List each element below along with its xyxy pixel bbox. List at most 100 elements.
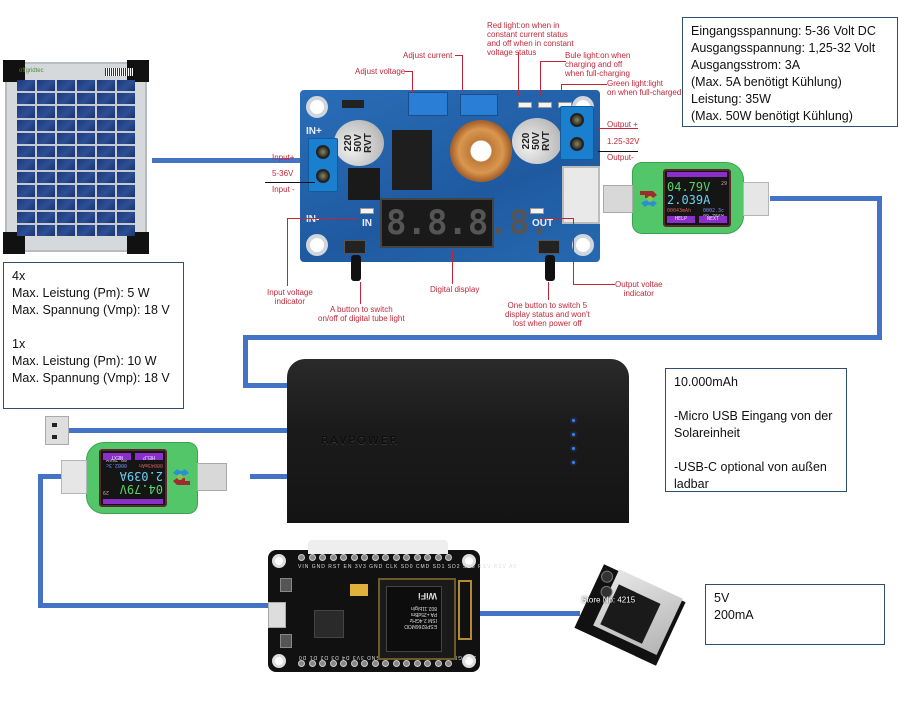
wire-solar-to-converter: [152, 158, 317, 163]
tester-voltage: 04.79V: [119, 482, 163, 496]
wire-tester-top-out: [770, 196, 882, 201]
voltage-potentiometer[interactable]: [408, 92, 448, 116]
screen-header-bar: [667, 172, 727, 177]
solar-cell: [17, 211, 35, 223]
header-pin: [298, 554, 305, 561]
output-terminal[interactable]: [560, 106, 594, 160]
pcb-antenna: [458, 580, 472, 640]
input-indicator-annotation: Input voltage indicator: [267, 288, 313, 306]
solar-cell: [17, 198, 35, 210]
spec-line: (Max. 5A benötigt Kühlung): [691, 75, 842, 89]
solar-cell: [77, 106, 95, 118]
spec-line: Ausgangsstrom: 3A: [691, 58, 801, 72]
flash-button[interactable]: [280, 634, 292, 648]
blue-led: [538, 102, 552, 108]
tester-next-button[interactable]: NEXT: [699, 216, 727, 223]
header-pin: [403, 660, 410, 667]
mount-hole: [462, 654, 476, 668]
tube-button-annotation: A button to switch on/off of digital tub…: [318, 305, 405, 323]
mount-hole: [272, 654, 286, 668]
mount-hole: [306, 234, 328, 256]
usb-plug: [603, 185, 633, 213]
output-range-label: 1.25-32V: [607, 137, 640, 146]
spec-voltage: Max. Spannung (Vmp): 18 V: [12, 371, 170, 385]
tester-help-button[interactable]: HELP: [667, 216, 695, 223]
converter-specs-box: Eingangsspannung: 5-36 Volt DC Ausgangss…: [682, 17, 898, 127]
mount-hole: [272, 554, 286, 568]
header-pin: [361, 660, 368, 667]
tantalum-capacitor: [350, 584, 368, 596]
tester-time: 0002.3c: [105, 462, 127, 468]
red-light-annotation: Red light:on when in constant current st…: [487, 21, 574, 57]
output-minus-arrow: [598, 151, 638, 152]
annotation-leader: [287, 218, 288, 286]
rst-button[interactable]: [280, 578, 292, 592]
header-pin: [382, 554, 389, 561]
header-pin: [382, 660, 389, 667]
wire-tester-to-powerbank: [250, 474, 290, 479]
solar-cell: [37, 132, 55, 144]
tester-current: 2.039A: [667, 193, 711, 207]
input-terminal[interactable]: [308, 138, 338, 192]
display-switch-button[interactable]: [538, 240, 560, 254]
annotation-leader: [540, 61, 541, 95]
usb-serial-chip: [314, 610, 344, 638]
screw-icon: [570, 113, 584, 127]
tester-next-button[interactable]: NEXT: [103, 453, 131, 460]
solar-cell: [37, 159, 55, 171]
solar-cell: [17, 172, 35, 184]
header-pin: [434, 554, 442, 561]
solar-cell: [17, 80, 35, 92]
solar-cell: [97, 185, 115, 197]
solar-cell: [117, 172, 135, 184]
solar-cell: [37, 172, 55, 184]
solar-cell: [57, 132, 75, 144]
solar-cell: [17, 224, 35, 236]
display-digit: 8.: [508, 203, 550, 243]
header-pin: [424, 554, 431, 561]
header-pin: [403, 554, 410, 561]
solar-cell: [57, 119, 75, 131]
solar-cell: [37, 106, 55, 118]
usb-output-port[interactable]: [562, 166, 600, 224]
solar-cell: [77, 198, 95, 210]
solar-cell: [37, 224, 55, 236]
header-pin: [298, 660, 305, 667]
solar-cell: [57, 159, 75, 171]
spec-line: Leistung: 35W: [691, 92, 771, 106]
micro-usb-port[interactable]: [268, 602, 286, 628]
header-pin: [340, 660, 347, 667]
solar-cell: [97, 145, 115, 157]
input-plus-label: Input+: [272, 153, 295, 162]
display-digit: 8.: [467, 203, 509, 243]
solar-cell: [117, 80, 135, 92]
screw-icon: [316, 145, 330, 159]
solar-cell: [117, 185, 135, 197]
current-potentiometer[interactable]: [460, 94, 498, 116]
display-digit: 8.: [386, 203, 427, 243]
mount-hole: [462, 554, 476, 568]
wire-loop-bottom: [243, 383, 289, 388]
output-capacitor: 220 50V RVT: [512, 118, 562, 164]
silk-out: OUT: [532, 218, 554, 229]
input-range-label: 5-36V: [272, 169, 294, 178]
header-pin: [308, 660, 316, 667]
solar-cell: [57, 198, 75, 210]
header-pin: [308, 554, 316, 561]
solar-cell: [17, 119, 35, 131]
solar-cell: [117, 132, 135, 144]
panel-corner: [3, 60, 25, 82]
header-pin: [445, 660, 452, 667]
usb-plug: [197, 463, 227, 491]
header-pin: [329, 660, 337, 667]
battery-level-led: [572, 461, 575, 464]
solar-cell-grid: [17, 80, 135, 236]
tube-light-button[interactable]: [344, 240, 366, 254]
annotation-leader: [455, 55, 463, 56]
tester-current: 2.039A: [119, 469, 163, 483]
annotation-leader: [540, 61, 566, 62]
solar-cell: [57, 145, 75, 157]
tester-help-button[interactable]: HELP: [135, 453, 163, 460]
input-minus-label: Input -: [272, 185, 295, 194]
annotation-leader: [561, 84, 607, 85]
